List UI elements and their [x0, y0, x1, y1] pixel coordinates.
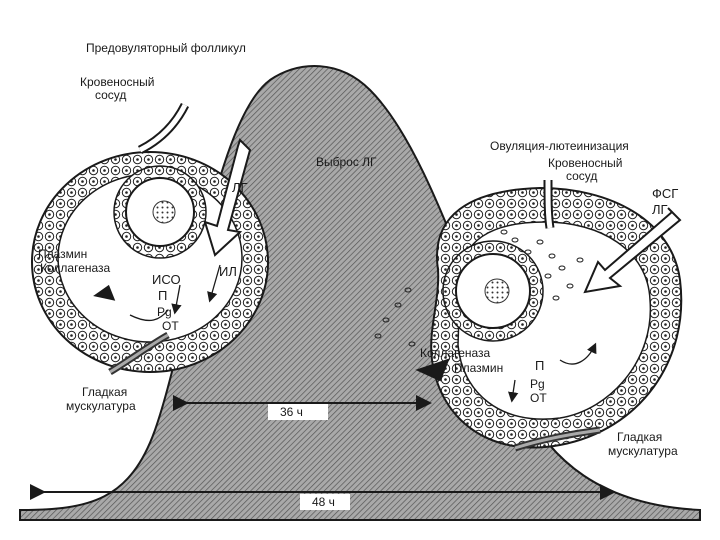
label-smooth-muscle-right-1: Гладкая [617, 430, 662, 444]
label-blood-vessel-left-2: сосуд [95, 88, 126, 102]
oocyte-nucleus-left [153, 201, 175, 223]
label-ot-left: ОТ [162, 319, 179, 333]
label-collagenase-left: Коллагеназа [40, 261, 111, 275]
label-duration-48: 48 ч [312, 495, 335, 509]
label-iso: ИСО [152, 272, 181, 287]
label-smooth-muscle-left-1: Гладкая [82, 385, 127, 399]
label-ovulation-luteinization: Овуляция-лютеинизация [490, 139, 629, 153]
label-pg-left: Pg [157, 305, 172, 319]
label-smooth-muscle-left-2: мускулатура [66, 399, 136, 413]
label-blood-vessel-right-1: Кровеносный [548, 156, 623, 170]
label-il: ИЛ [219, 264, 237, 279]
label-duration-36: 36 ч [280, 405, 303, 419]
label-lh-right: ЛГ [652, 202, 668, 217]
label-smooth-muscle-right-2: мускулатура [608, 444, 678, 458]
label-blood-vessel-right-2: сосуд [566, 169, 597, 183]
label-lh-surge: Выброс ЛГ [316, 155, 377, 169]
label-pg-right: Pg [530, 377, 545, 391]
label-lh-left: ЛГ [232, 180, 248, 195]
oocyte-nucleus-right [485, 279, 509, 303]
label-collagenase-right: Коллагеназа [420, 346, 491, 360]
label-plasmin-right: Плазмин [454, 361, 503, 375]
label-ot-right: ОТ [530, 391, 547, 405]
label-plasmin-left: Плазмин [38, 247, 87, 261]
label-p-left: П [158, 288, 167, 303]
label-fsh: ФСГ [652, 186, 678, 201]
label-blood-vessel-left-1: Кровеносный [80, 75, 155, 89]
label-preovulatory-follicle: Предовуляторный фолликул [86, 41, 246, 55]
label-p-right: П [535, 358, 544, 373]
